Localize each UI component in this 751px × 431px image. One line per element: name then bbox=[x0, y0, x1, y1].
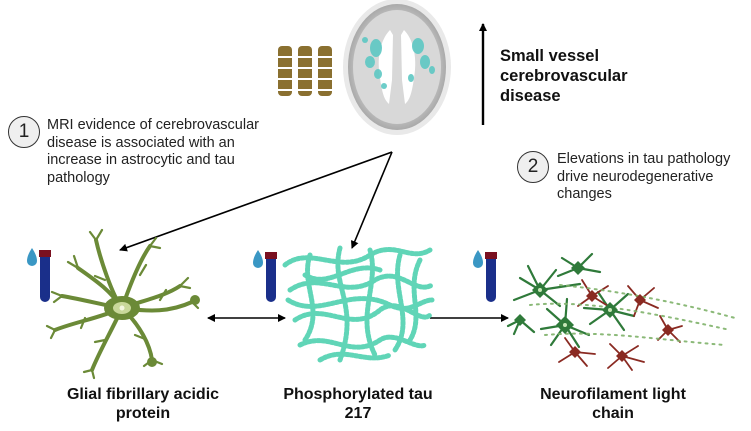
step-1-badge: 1 bbox=[8, 116, 40, 148]
svd-label-line: disease bbox=[500, 87, 561, 105]
step-2-line: Elevations in tau pathology bbox=[557, 151, 731, 167]
blood-tube-icon bbox=[265, 252, 277, 302]
blood-sample-group-3 bbox=[473, 250, 497, 302]
step-1-line: pathology bbox=[47, 169, 110, 186]
step-2-note: Elevations in tau pathology drive neurod… bbox=[557, 151, 747, 204]
svd-label-line: cerebrovascular bbox=[500, 67, 628, 85]
blood-sample-group-2 bbox=[253, 250, 277, 302]
blood-sample-group-1 bbox=[27, 248, 51, 302]
column-bars-icon bbox=[278, 46, 332, 96]
blood-drop-icon bbox=[473, 250, 483, 268]
astrocyte-illustration bbox=[45, 228, 200, 380]
blood-tube-icon bbox=[485, 252, 497, 302]
neuron-network-illustration bbox=[506, 252, 736, 371]
svd-label-line: Small vessel bbox=[500, 47, 600, 65]
step-2-badge: 2 bbox=[517, 151, 549, 183]
arrow-mri-to-gfap bbox=[119, 151, 393, 252]
ptau-label-line: Phosphorylated tau bbox=[283, 386, 433, 403]
step-1-line: disease is associated with an bbox=[47, 134, 235, 151]
gfap-label-line: Glial fibrillary acidic bbox=[66, 386, 220, 403]
blood-drop-icon bbox=[253, 250, 263, 268]
blood-drop-icon bbox=[27, 248, 37, 266]
nfl-label-line: Neurofilament light bbox=[540, 386, 686, 403]
tau-tangle-illustration bbox=[282, 245, 435, 363]
step-1-note: MRI evidence of cerebrovascular disease … bbox=[47, 117, 287, 187]
gfap-label: Glial fibrillary acidic protein bbox=[48, 385, 238, 423]
step-1-line: MRI evidence of cerebrovascular bbox=[47, 117, 259, 133]
ptau-label: Phosphorylated tau 217 bbox=[268, 385, 448, 423]
nfl-label-line: chain bbox=[592, 405, 634, 422]
step-1-line: increase in astrocytic and tau bbox=[47, 152, 235, 168]
step-2-line: changes bbox=[557, 186, 612, 202]
brain-mri-icon bbox=[343, 0, 451, 135]
step-2-line: drive neurodegenerative bbox=[557, 168, 714, 185]
ptau-label-line: 217 bbox=[344, 405, 372, 422]
gfap-label-line: protein bbox=[115, 405, 171, 422]
svd-label: Small vessel cerebrovascular disease bbox=[500, 46, 628, 106]
nfl-label: Neurofilament light chain bbox=[518, 385, 708, 423]
blood-tube-icon bbox=[39, 250, 51, 302]
arrow-mri-to-ptau bbox=[351, 151, 393, 249]
